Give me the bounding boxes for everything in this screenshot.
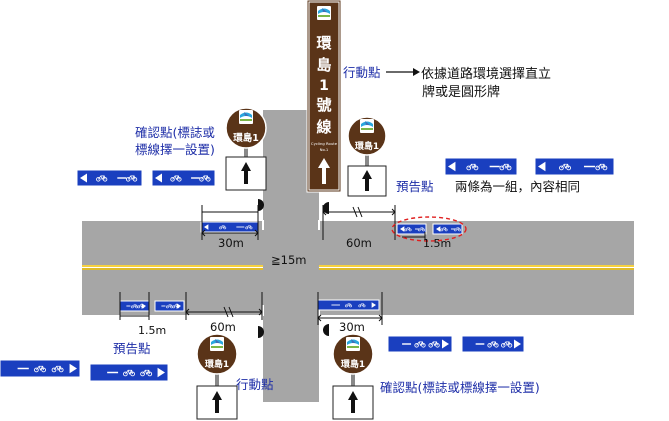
round-sign-text: 環島1 xyxy=(205,358,229,370)
bike-route-strip-sign xyxy=(396,223,427,235)
cycling-route-logo-icon xyxy=(239,110,253,124)
bike-route-strip-sign xyxy=(317,299,380,311)
arrow-right-icon xyxy=(413,68,420,76)
arrow-left-icon xyxy=(400,226,405,232)
vertical-sign-char: 島 xyxy=(316,56,331,74)
warning-point-label: 預告點 xyxy=(396,179,434,194)
bike-route-strip-sign xyxy=(200,221,259,233)
sign-post-icon xyxy=(323,324,329,336)
arrow-right-icon xyxy=(157,367,165,378)
arrow-right-icon xyxy=(371,302,376,308)
vertical-sign-char: 環 xyxy=(316,34,332,52)
action-point-note: 依據道路環境選擇直立 xyxy=(421,66,551,82)
arrow-right-icon xyxy=(69,363,77,374)
bike-route-strip-sign xyxy=(76,169,143,187)
dimension-label: 1.5m xyxy=(423,237,451,250)
arrow-left-icon xyxy=(436,226,441,232)
confirm-point-label: 確認點(標誌或 xyxy=(135,125,215,140)
round-sign-text: 環島1 xyxy=(233,132,259,144)
roads xyxy=(82,110,634,402)
dimension-markers xyxy=(119,205,426,325)
sign-post-icon xyxy=(258,326,264,338)
bike-route-strip-sign xyxy=(119,300,150,312)
bike-route-strip-sign xyxy=(387,335,453,353)
confirm-point-label: 標線擇一設置) xyxy=(135,142,215,157)
confirm-point-label: 確認點(標誌或標線擇一設置) xyxy=(380,380,540,395)
bike-route-strip-sign xyxy=(534,157,615,176)
cycling-route-logo-icon xyxy=(317,6,331,20)
sign-post-icon xyxy=(323,202,329,214)
round-route-sign: 環島1 xyxy=(225,107,267,191)
vertical-sign-char: 號 xyxy=(316,96,331,114)
dimension-label: 60m xyxy=(210,320,236,334)
dimension-label: 30m xyxy=(218,236,244,250)
dimension-label: 30m xyxy=(339,320,365,334)
pair-note: 兩條為一組，內容相同 xyxy=(455,179,580,194)
action-point-label: 行動點 xyxy=(236,377,274,392)
arrow-left-icon xyxy=(204,224,209,230)
round-route-sign: 環島1 xyxy=(332,333,374,420)
cycling-route-logo-icon xyxy=(210,337,224,351)
round-route-sign: 環島1 xyxy=(347,116,387,197)
round-route-sign: 環島1 xyxy=(196,333,238,420)
bike-route-strip-sign xyxy=(89,363,169,382)
sign-post-markers xyxy=(258,199,329,338)
arrow-left-icon xyxy=(538,161,546,172)
dimension-label: 1.5m xyxy=(138,324,166,337)
arrow-right-icon xyxy=(442,339,449,349)
action-point-note: 牌或是圓形牌 xyxy=(422,84,500,100)
note-arrow xyxy=(386,68,420,76)
cycling-route-logo-icon xyxy=(360,119,374,133)
arrow-right-icon xyxy=(514,339,521,349)
bike-route-strip-sign xyxy=(461,335,525,353)
arrow-left-icon xyxy=(155,173,162,183)
arrow-up-icon xyxy=(362,170,372,191)
arrow-up-icon xyxy=(212,391,222,413)
warning-point-label: 預告點 xyxy=(113,341,151,356)
dimension-label: 60m xyxy=(346,236,372,250)
arrow-up-icon xyxy=(241,162,251,184)
vertical-sign-subtitle-number: No.1 xyxy=(320,147,329,152)
arrow-left-icon xyxy=(448,161,456,172)
arrow-up-icon xyxy=(318,158,330,184)
round-sign-text: 環島1 xyxy=(341,358,365,370)
vertical-sign-char: 1 xyxy=(319,78,329,94)
labels: 行動點 依據道路環境選擇直立 牌或是圓形牌 確認點(標誌或 標線擇一設置) 預告… xyxy=(113,65,580,395)
vertical-sign-char: 線 xyxy=(316,118,331,136)
dimension-label: ≧15m xyxy=(271,253,306,267)
bike-route-strip-sign xyxy=(444,157,518,176)
warning-marking-callout xyxy=(391,216,467,242)
sign-post-icon xyxy=(258,199,264,211)
round-sign-text: 環島1 xyxy=(355,140,379,152)
cycling-route-logo-icon xyxy=(346,337,360,351)
vertical-sign-subtitle: Cycling Route xyxy=(311,141,338,146)
horizontal-road-upper xyxy=(82,220,634,265)
bike-route-strip-sign xyxy=(151,169,216,187)
bike-route-strip-sign xyxy=(432,223,463,235)
bike-route-strip-sign xyxy=(154,300,185,312)
arrow-left-icon xyxy=(80,173,87,183)
arrow-up-icon xyxy=(348,391,358,413)
bike-route-strip-sign xyxy=(0,359,81,378)
action-point-label: 行動點 xyxy=(343,65,381,80)
vertical-route-sign: 環 島 1 號 線 Cycling Route No.1 xyxy=(306,0,342,193)
